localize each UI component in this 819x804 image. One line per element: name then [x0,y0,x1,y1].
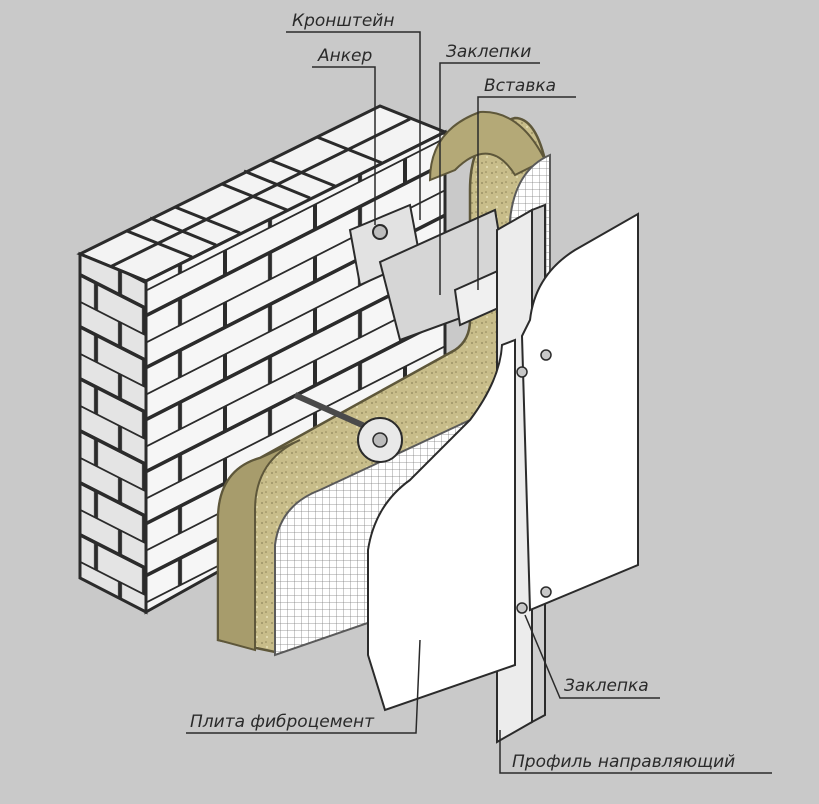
leader-anchor [312,66,376,225]
anchor-bolt [372,224,388,240]
label-rivet: Заклепка [564,676,649,696]
rivet [540,349,552,361]
label-guide-profile: Профиль направляющий [512,752,735,772]
leader-bracket [286,31,421,220]
insulation-edge-bottom [217,439,301,652]
insulation-dowel [293,392,403,463]
leader-profile [499,730,772,774]
fiber-cement-panel-lower [367,338,516,712]
label-bracket: Кронштейн [292,11,394,31]
leader-insert [477,96,576,290]
leader-lines [186,31,772,774]
label-insert: Вставка [484,76,556,96]
label-fiber-cement-panel: Плита фиброцемент [190,712,375,732]
insulation-edge-top [428,110,547,182]
rivet [516,366,528,378]
brick-wall-top-joints [109,117,411,269]
rivet [540,586,552,598]
fiber-cement-panel-upper [520,212,639,612]
leader-rivet [524,614,660,699]
rivet [516,602,528,614]
brick-wall-side [78,251,148,615]
labels: Кронштейн Анкер Заклепки Вставка Заклепк… [190,11,735,772]
dowel-disc-center [372,432,388,448]
label-rivets: Заклепки [446,42,531,62]
leader-rivets [439,62,540,295]
label-anchor: Анкер [317,46,372,66]
leader-panel [186,639,421,734]
fiber-cement-panels [367,212,639,712]
